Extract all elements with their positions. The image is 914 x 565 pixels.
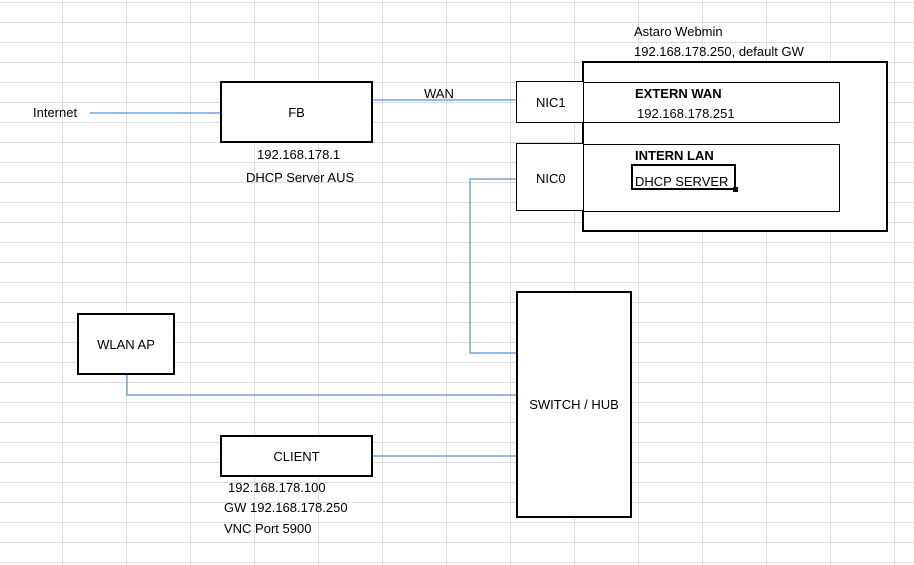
switch-hub-box: SWITCH / HUB — [516, 291, 632, 518]
client-ip-label: 192.168.178.100 — [228, 480, 326, 495]
dhcp-server-label: DHCP SERVER — [635, 174, 729, 189]
client-label: CLIENT — [273, 448, 320, 464]
wlan-switch-link — [126, 374, 517, 396]
fb-router-box: FB — [220, 81, 373, 143]
wlan-ap-label: WLAN AP — [97, 336, 155, 352]
dhcp-server-cell: DHCP SERVER — [631, 164, 738, 192]
fb-dhcp-label: DHCP Server AUS — [246, 170, 355, 185]
astaro-address: 192.168.178.250, default GW — [634, 44, 804, 59]
nic1-label: NIC1 — [536, 95, 566, 110]
nic0-box — [516, 143, 584, 211]
nic0-switch-link — [469, 178, 517, 354]
nic1-box — [516, 81, 584, 123]
cell-fill-handle — [733, 187, 738, 192]
client-gw-label: GW 192.168.178.250 — [224, 500, 348, 515]
wan-link-label: WAN — [424, 86, 454, 101]
intern-lan-title: INTERN LAN — [635, 148, 714, 163]
internet-label: Internet — [33, 105, 78, 120]
extern-wan-title: EXTERN WAN — [635, 86, 722, 101]
fb-ip-label: 192.168.178.1 — [257, 147, 341, 162]
switch-hub-label: SWITCH / HUB — [529, 397, 619, 412]
wlan-ap-box: WLAN AP — [77, 313, 175, 375]
nic0-label: NIC0 — [536, 171, 566, 186]
astaro-title: Astaro Webmin — [634, 24, 723, 39]
client-vnc-label: VNC Port 5900 — [224, 521, 312, 536]
fb-router-label: FB — [288, 104, 305, 120]
extern-wan-ip: 192.168.178.251 — [637, 106, 735, 121]
client-box: CLIENT — [220, 435, 373, 477]
